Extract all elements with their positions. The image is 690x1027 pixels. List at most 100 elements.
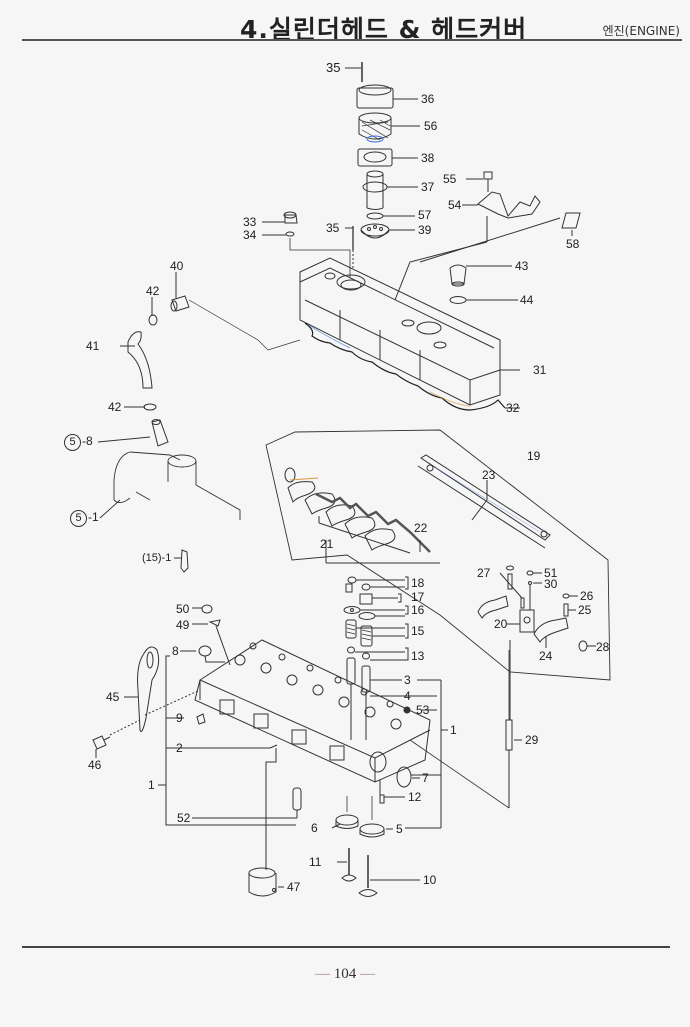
header-divider	[22, 39, 682, 41]
callout-9: 9	[176, 711, 183, 725]
callout-50: 50	[176, 602, 190, 616]
gasket-part-38	[357, 148, 418, 167]
callout-34: 34	[243, 228, 257, 242]
callout-25: 25	[578, 603, 592, 617]
hose-assembly	[97, 272, 301, 447]
breather-assembly	[345, 62, 420, 270]
rocker-arms-part-21	[284, 467, 440, 564]
rocker-small-parts	[477, 565, 596, 720]
dash-left: —	[315, 966, 330, 982]
callout-45: 45	[106, 690, 120, 704]
callout-51: 51	[544, 566, 558, 580]
guide-and-plug-parts	[192, 748, 420, 897]
o-ring-part-57	[366, 212, 384, 220]
callout-42-lower: 42	[108, 400, 122, 414]
pushrod-part-29	[505, 650, 522, 808]
callout-3: 3	[404, 673, 411, 687]
callout-30: 30	[544, 577, 558, 591]
ref-number: -8	[82, 434, 93, 448]
callout-46: 46	[88, 758, 102, 772]
callout-27: 27	[477, 566, 491, 580]
decal-part-58	[561, 212, 581, 229]
callout-26: 26	[580, 589, 594, 603]
head-small-parts	[158, 604, 296, 826]
callout-57: 57	[418, 208, 432, 222]
housing-part-5-1	[99, 451, 241, 520]
callout-22: 22	[414, 521, 428, 535]
callout-7: 7	[422, 771, 429, 785]
callout-18: 18	[411, 576, 425, 590]
callout-4: 4	[404, 689, 411, 703]
callout-12: 12	[408, 790, 422, 804]
callout-bracket-1-right	[370, 679, 448, 829]
callout-44: 44	[520, 293, 534, 307]
callout-49: 49	[176, 618, 190, 632]
callout-47: 47	[287, 880, 301, 894]
callout-2: 2	[176, 741, 183, 755]
callout-35-screw: 35	[326, 221, 340, 235]
callout-8: 8	[172, 644, 179, 658]
callout-17: 17	[411, 590, 425, 604]
group-ref-circle: 5	[70, 510, 87, 527]
nozzle-part-15-1	[174, 549, 189, 573]
head-cover-gasket-part-32	[304, 322, 506, 411]
callout-ref-5-1: 5-1	[70, 510, 99, 527]
rocker-shaft-part-23	[417, 454, 551, 549]
group-ref-circle: 5	[64, 434, 81, 451]
callout-13: 13	[411, 649, 425, 663]
callout-41: 41	[86, 339, 100, 353]
filler-cap-part-43	[449, 264, 518, 304]
bolt-part-46	[92, 735, 107, 750]
page-number: — 104 —	[0, 966, 690, 983]
callout-33: 33	[243, 215, 257, 229]
callout-1-left: 1	[148, 778, 155, 792]
callout-24: 24	[539, 649, 553, 663]
callout-36: 36	[421, 92, 435, 106]
callout-55: 55	[443, 172, 457, 186]
plate-part-39	[360, 223, 415, 239]
callout-6: 6	[311, 821, 318, 835]
pipe-part-5-8	[151, 419, 169, 447]
clamp-part-42	[148, 314, 158, 326]
callout-53: 53	[416, 703, 430, 717]
leader-line	[409, 739, 510, 809]
footer-divider	[22, 946, 670, 948]
oil-filler-cap-part-33	[262, 211, 351, 278]
callout-58: 58	[566, 237, 580, 251]
callout-16: 16	[411, 603, 425, 617]
callout-5: 5	[396, 822, 403, 836]
o-ring-part-44	[449, 296, 467, 304]
callout-56: 56	[424, 119, 438, 133]
callout-43: 43	[515, 259, 529, 273]
ref-number: -1	[88, 510, 99, 524]
callout-38: 38	[421, 151, 435, 165]
dash-right: —	[360, 966, 375, 982]
section-label: 엔진(ENGINE)	[602, 24, 680, 38]
callout-19: 19	[527, 449, 541, 463]
bracket-assembly	[394, 171, 581, 301]
valve-train-parts	[343, 576, 409, 740]
callout-31: 31	[533, 363, 547, 377]
callout-32: 32	[506, 401, 520, 415]
cylinder-head-part-2	[194, 639, 431, 783]
callout-10: 10	[423, 873, 437, 887]
callout-15: 15	[411, 624, 425, 638]
callout-1-right: 1	[450, 723, 457, 737]
page-number-value: 104	[333, 966, 357, 982]
callout-23: 23	[482, 468, 496, 482]
callout-42-upper: 42	[146, 284, 160, 298]
head-cover-part-31	[299, 257, 520, 406]
breather-element-part-56	[358, 112, 420, 143]
callout-54: 54	[448, 198, 462, 212]
callout-28: 28	[596, 640, 610, 654]
callout-40: 40	[170, 259, 184, 273]
callout-21: 21	[320, 537, 334, 551]
breather-pipe-part-37	[362, 170, 418, 210]
callout-29: 29	[525, 733, 539, 747]
callout-39: 39	[418, 223, 432, 237]
rocker-assembly-outline	[265, 429, 611, 681]
callout-37: 37	[421, 180, 435, 194]
callout-20: 20	[494, 617, 508, 631]
lifting-bracket-part-45	[92, 646, 201, 758]
